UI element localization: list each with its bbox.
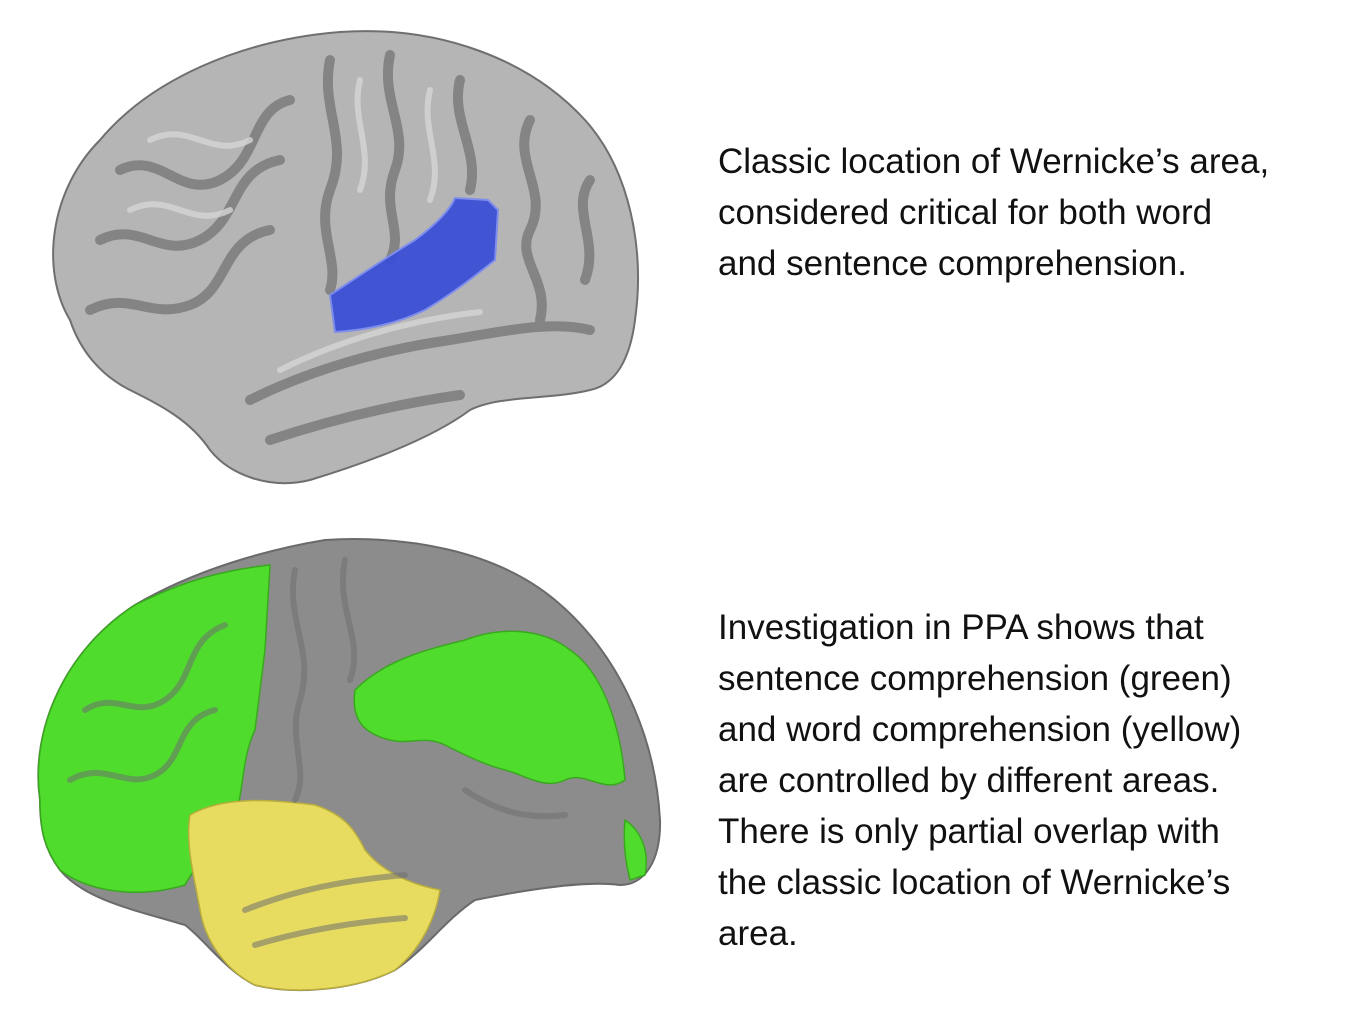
brain-outline-top [52,30,639,485]
brain-wernicke-illustration [52,30,639,485]
caption-ppa-investigation: Investigation in PPA shows that sentence… [718,608,1242,953]
caption-wernicke-classic: Classic location of Wernicke’s area, con… [718,142,1270,283]
sentence-comprehension-occipital [623,818,647,881]
word-comprehension-temporal [187,799,441,991]
gyri-highlights-top [127,77,483,373]
sentence-comprehension-parietal [353,630,626,786]
sulci-top [85,50,595,445]
wernicke-area-region [328,196,500,334]
sulci-bottom [67,557,568,948]
brain-ppa-illustration [37,538,662,991]
